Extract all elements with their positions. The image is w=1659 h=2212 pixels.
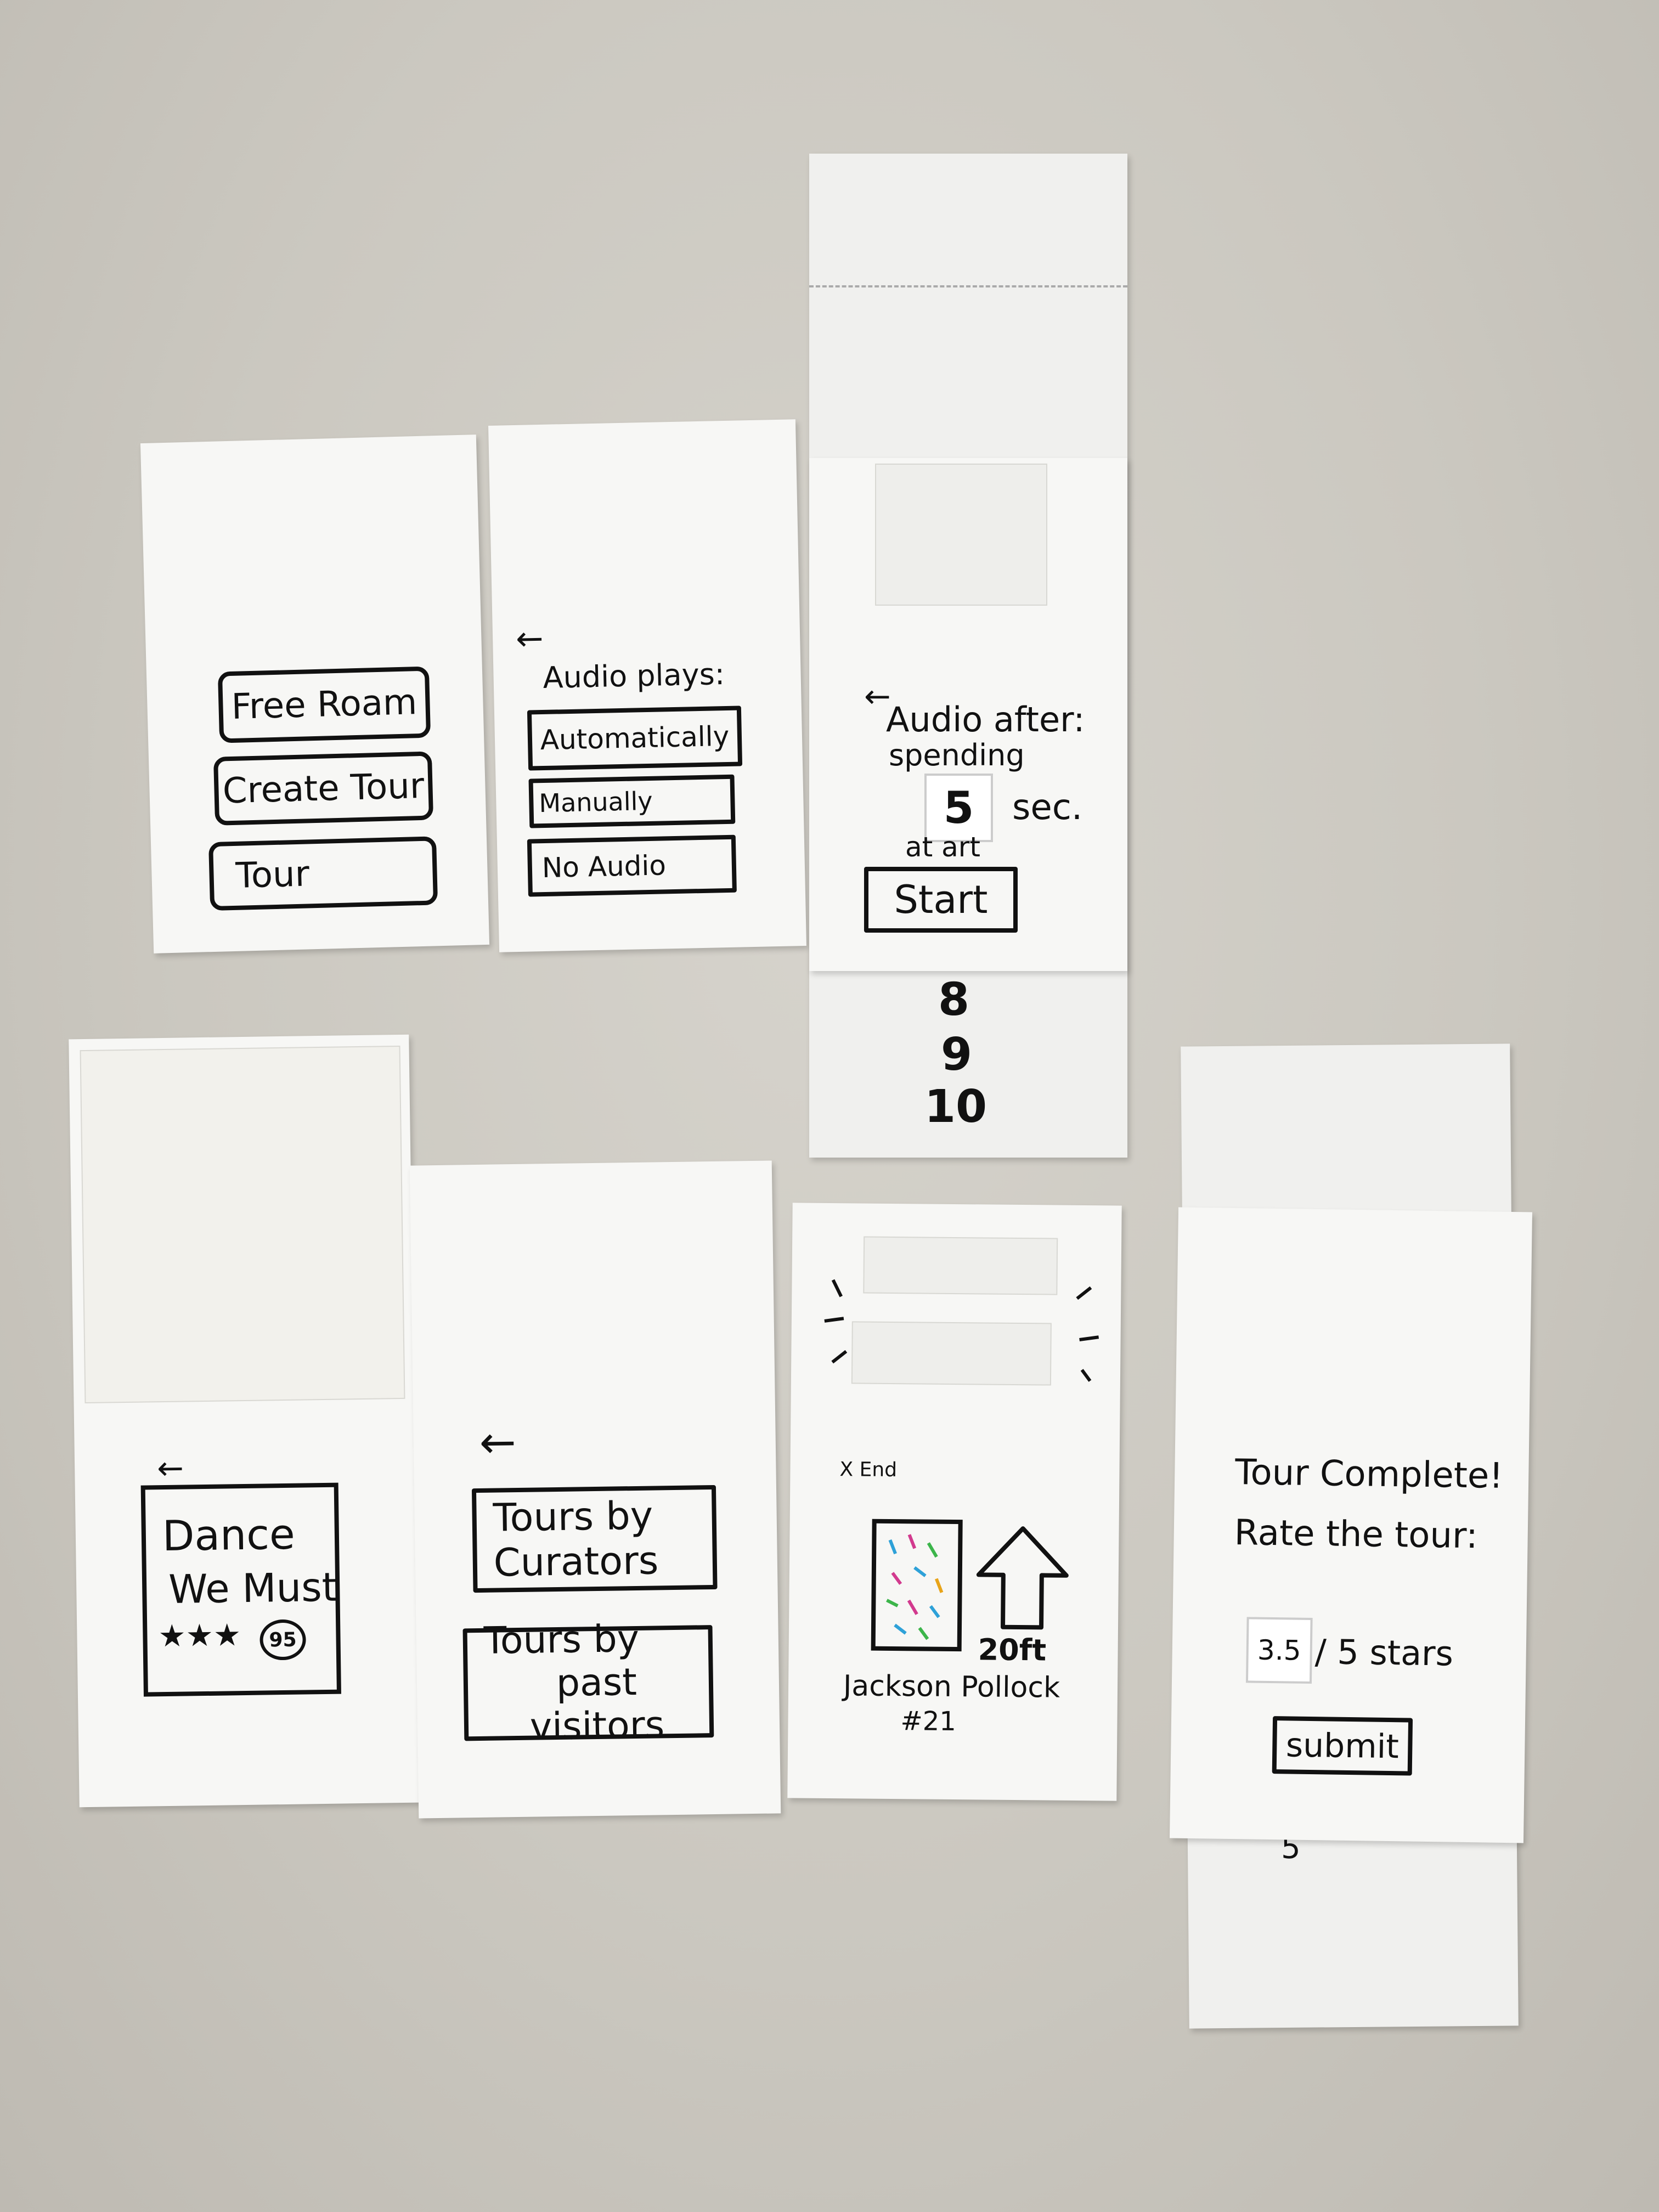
tape [875,464,1047,606]
tours-by-past-visitors-line2: past visitors [529,1660,665,1749]
vibration-lines-icon [824,1279,1099,1382]
fold-line [809,285,1127,287]
screen-tour-detail: ← Dance We Must ★★★ 95 [69,1034,420,1808]
create-tour-button[interactable]: Create Tour [213,751,434,826]
tour-title-line2: We Must [168,1564,338,1612]
seconds-unit-label: sec. [1012,787,1083,828]
up-arrow-icon [976,1526,1069,1630]
screen-tour-lists: ← Tours by Curators Tours by past visito… [409,1160,781,1819]
tours-by-curators-button[interactable]: Tours by Curators [471,1485,718,1593]
automatically-option[interactable]: Automatically [527,706,743,771]
end-tour-link[interactable]: X End [839,1458,898,1482]
screen-navigation: X End 20ft Jackson Pollock #21 [787,1203,1122,1801]
audio-after-heading: Audio after: [886,699,1085,740]
screen-audio-after: ← Audio after: spending 5 sec. at art St… [809,458,1127,971]
rating-value-window[interactable]: 3.5 [1245,1617,1313,1684]
score-badge: 95 [259,1619,307,1661]
artwork-number-label: #21 [900,1706,957,1737]
back-arrow-icon[interactable]: ← [479,1417,517,1468]
free-roam-button[interactable]: Free Roam [217,666,431,743]
screen-home: Free Roam Create Tour Tour [140,435,490,953]
tour-complete-heading: Tour Complete! [1234,1452,1504,1497]
tours-by-curators-line2: Curators [493,1538,659,1585]
tours-by-past-visitors-button[interactable]: Tours by past visitors [462,1617,714,1749]
tour-card[interactable]: Dance We Must ★★★ 95 [140,1482,341,1697]
back-arrow-icon[interactable]: ← [515,619,544,658]
strip-number-8: 8 [938,974,970,1026]
rating-stars-icon: ★★★ [158,1617,241,1655]
submit-button[interactable]: submit [1272,1716,1413,1776]
screen-tour-complete: Tour Complete! Rate the tour: 3.5 / 5 st… [1170,1207,1532,1843]
start-button[interactable]: Start [864,867,1018,933]
artist-label: Jackson Pollock [843,1669,1060,1705]
strip-number-9: 9 [941,1029,973,1081]
back-arrow-icon[interactable]: ← [156,1449,184,1487]
rate-the-tour-label: Rate the tour: [1234,1513,1479,1557]
strip-number-10: 10 [924,1081,988,1133]
artwork-thumbnail [871,1519,963,1652]
back-arrow-icon[interactable]: ← [864,678,891,715]
tours-by-past-visitors-line1: Tours by [483,1617,640,1663]
tour-title-line1: Dance [162,1509,296,1561]
splatter-painting-icon [886,1534,944,1640]
at-art-label: at art [905,831,980,863]
audio-plays-heading: Audio plays: [542,657,725,695]
tape [80,1045,405,1404]
tours-by-curators-line1: Tours by [493,1493,653,1541]
rating-suffix-label: / 5 stars [1314,1632,1454,1674]
no-audio-option[interactable]: No Audio [527,834,737,897]
spending-label: spending [889,738,1025,772]
seconds-value-window[interactable]: 5 [924,774,993,842]
distance-label: 20ft [978,1632,1047,1668]
screen-audio-plays: ← Audio plays: Automatically Manually No… [488,419,806,952]
tour-button[interactable]: Tour [208,836,438,911]
manually-option[interactable]: Manually [528,774,736,828]
